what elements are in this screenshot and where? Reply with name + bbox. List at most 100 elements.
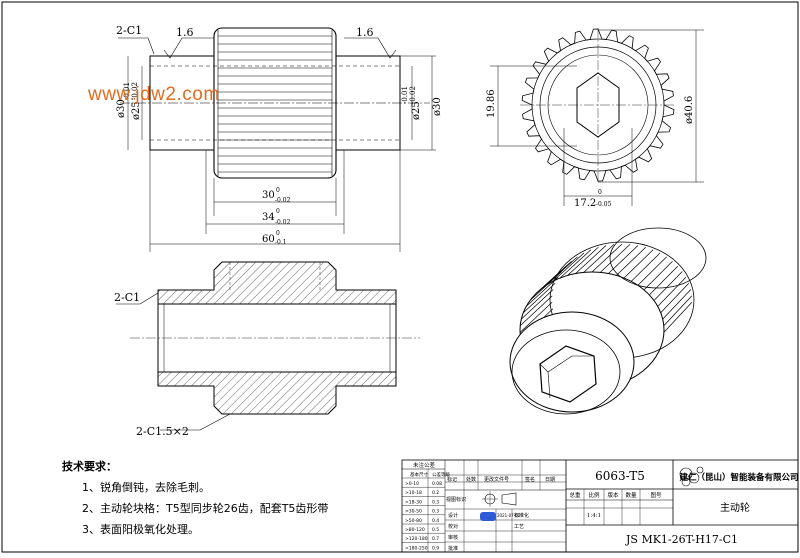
tolerance-row-grade: 0.7 [432, 536, 439, 542]
chamfer-leader-left [118, 37, 155, 55]
tolerance-row-size: >18-30 [405, 499, 422, 505]
front-view [118, 27, 436, 252]
dim-60-tol-upper: 0 [276, 230, 280, 237]
section-upper-half [157, 261, 397, 305]
title-block [401, 459, 799, 553]
tech-note-item: 1、锐角倒钝，去除毛刺。 [82, 481, 210, 494]
outer-dia-label: ø40.6 [684, 96, 695, 124]
iso-tooth-line [575, 245, 607, 274]
iso-tooth-line [600, 244, 631, 273]
tolerance-row-size: >120-180 [405, 536, 428, 542]
iso-tooth-line [559, 249, 592, 279]
tolerance-row-grade: 0.3 [432, 509, 439, 515]
col-drawing: 图号 [650, 491, 662, 499]
iso-tooth-line [545, 256, 578, 286]
design-date: 2021-07-02 [497, 513, 521, 518]
tolerance-row-size: >50-80 [405, 518, 422, 524]
dia-bore-left-label: ø25 [131, 101, 142, 120]
tolerance-row-grade: 0.9 [432, 545, 439, 551]
iso-tooth-line [552, 252, 585, 282]
roughness-left-symbol [163, 37, 214, 59]
scale-value: 1:4:1 [587, 513, 601, 519]
dia-outer-left-label: ø30 [116, 99, 127, 118]
rev-header-doc: 更改文件号 [484, 476, 509, 483]
iso-tooth-line [539, 260, 572, 291]
iso-tooth-line [637, 256, 667, 286]
section-view [116, 261, 420, 431]
watermark: www.jdw2.com [88, 84, 220, 105]
iso-hex-socket [539, 345, 597, 403]
hex-height-label: 19.86 [486, 89, 497, 118]
dim-30-tol-upper: 0 [276, 187, 280, 194]
rev-header-mark: 标记 [447, 476, 457, 483]
dim-34-tol: -0.02 [275, 219, 291, 226]
rev-header-sign: 签名 [525, 476, 535, 483]
iso-tooth-line [657, 276, 687, 307]
dia-bore-right-label: ø25 [411, 101, 422, 120]
roughness-label-left: 1.6 [176, 26, 194, 39]
col-qty: 数量 [625, 491, 637, 499]
dia-bore-left-tol-lower: -0.02 [131, 82, 139, 100]
dia-bore-left-tol-upper: -0.01 [123, 82, 131, 100]
dim-30-tol: -0.02 [275, 197, 291, 204]
iso-tooth-line [523, 283, 556, 313]
dim-34-tol-upper: 0 [276, 208, 280, 215]
dim-30-label: 30 [262, 190, 275, 201]
col-weight: 总重 [569, 491, 581, 499]
signature-stamp [480, 512, 496, 521]
dim-60-label: 60 [262, 234, 275, 245]
iso-tooth-line [623, 249, 654, 279]
chamfer-leader-top [116, 292, 159, 305]
rev-header-count: 处数 [466, 476, 476, 483]
iso-tooth-line [663, 295, 693, 327]
side-view [490, 28, 704, 206]
iso-tooth-line [591, 243, 623, 273]
iso-tooth-line [567, 247, 599, 276]
iso-tooth-line [521, 289, 554, 320]
process-label: 工艺 [514, 524, 524, 530]
iso-back-hub [609, 227, 707, 289]
isometric-view [509, 227, 707, 415]
sig-audit: 审核 [448, 534, 458, 541]
width-tol-lower: -0.05 [596, 201, 612, 208]
tolerance-row-grade: 0.2 [432, 490, 439, 496]
dim-60-tol: -0.1 [275, 239, 287, 246]
material-label: 6063-T5 [595, 469, 645, 483]
iso-tooth-line [660, 283, 690, 313]
tolerance-row-grade: 0.3 [432, 499, 439, 505]
chamfer-label-left: 2-C1 [116, 24, 142, 37]
iso-tooth-line [630, 252, 661, 282]
col-version: 版本 [607, 491, 619, 499]
iso-tooth-line [519, 295, 553, 327]
projection-label: 视图标识 [446, 496, 466, 503]
tolerance-row-size: >30-50 [405, 509, 422, 515]
dia-bore-right-tol-upper: -0.01 [401, 86, 409, 104]
section-chamfer-top-label: 2-C1 [114, 291, 140, 304]
iso-tooth-line [653, 271, 683, 301]
sig-approve: 批准 [448, 545, 458, 552]
iso-tooth-line [608, 245, 639, 274]
tolerance-row-grade: 0.4 [432, 518, 439, 524]
width-tol-upper: 0 [598, 189, 602, 196]
iso-tooth-line [643, 260, 673, 291]
tech-notes: 技术要求： 1、锐角倒钝，去除毛刺。 2、主动轮块格：T5型同步轮26齿，配套T… [62, 456, 392, 540]
tolerance-row-size: >80-120 [405, 527, 425, 533]
iso-tooth-line [663, 302, 693, 333]
dim-34-label: 34 [262, 212, 275, 223]
tech-note-item: 2、主动轮块格：T5型同步轮26齿，配套T5齿形带 [82, 502, 329, 515]
tolerance-row-size: >10-18 [405, 490, 422, 496]
iso-tooth-line [649, 265, 679, 296]
tech-notes-title: 技术要求： [62, 460, 117, 473]
chamfer-leader-bottom [160, 413, 231, 431]
width-dim-label: 17.2 [574, 198, 596, 209]
tolerance-row-size: >0-10 [405, 481, 419, 487]
tech-note-item: 3、表面阳极氧化处理。 [82, 523, 199, 536]
standardize-label: 标准化 [514, 512, 529, 519]
part-name: 主动轮 [720, 501, 750, 514]
sig-check: 校对 [448, 523, 458, 530]
iso-tooth-line [662, 289, 692, 320]
dia-outer-right-label: ø30 [432, 97, 443, 116]
rev-header-date: 日期 [545, 477, 555, 483]
